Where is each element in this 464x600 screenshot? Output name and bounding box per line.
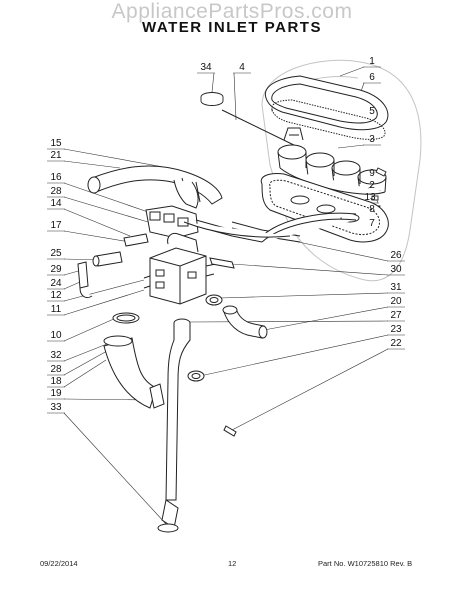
part-right-clamps — [205, 257, 235, 306]
callout-20: 20 — [390, 296, 402, 307]
leader-line-3 — [337, 144, 365, 149]
callout-2: 2 — [369, 180, 375, 191]
leader-line-16 — [63, 182, 149, 213]
leader-line-31 — [219, 292, 389, 299]
leader-line-21 — [63, 160, 121, 169]
part-rod — [221, 109, 301, 149]
leader-line-4 — [233, 72, 237, 121]
part-lower-elbow — [103, 335, 165, 409]
part-cap — [200, 92, 224, 106]
callout-30: 30 — [390, 264, 402, 275]
callout-32: 32 — [50, 350, 62, 361]
part-valve-assembly — [145, 205, 357, 243]
callout-28b: 28 — [50, 364, 62, 375]
callout-15: 15 — [50, 138, 62, 149]
callout-21: 21 — [50, 150, 62, 161]
callout-34: 34 — [200, 62, 212, 73]
leader-line-10 — [63, 317, 117, 342]
callout-3: 3 — [369, 134, 375, 145]
leader-line-34 — [211, 72, 215, 93]
leader-line-14 — [63, 208, 131, 237]
leader-line-27 — [189, 320, 389, 323]
callout-24: 24 — [50, 278, 62, 289]
leader-line-32 — [63, 341, 113, 362]
callout-7: 7 — [369, 218, 375, 229]
callout-22: 22 — [390, 338, 402, 349]
callout-11: 11 — [51, 304, 62, 315]
leader-line-18 — [63, 359, 107, 388]
part-dispenser-tray — [260, 173, 389, 243]
callout-18: 18 — [50, 376, 62, 387]
callout-27: 27 — [390, 310, 402, 321]
callout-23: 23 — [390, 324, 402, 335]
callout-10: 10 — [50, 330, 62, 341]
callout-33: 33 — [50, 402, 62, 413]
leader-line-20 — [263, 306, 389, 331]
part-left-fittings — [77, 233, 149, 299]
leader-line-23 — [199, 334, 389, 377]
callout-12: 12 — [50, 290, 62, 301]
footer-page: 12 — [228, 559, 237, 568]
callout-14: 14 — [50, 198, 62, 209]
leader-line-28a — [63, 196, 149, 223]
part-clamp-10 — [112, 312, 140, 324]
part-elbow-hose — [222, 305, 268, 339]
callout-26: 26 — [390, 250, 402, 261]
callout-6: 6 — [369, 72, 375, 83]
callout-9: 9 — [369, 168, 375, 179]
callout-13: 13 — [364, 192, 376, 203]
callout-8: 8 — [369, 204, 375, 215]
page-title: WATER INLET PARTS — [142, 19, 322, 36]
leader-line-1 — [339, 66, 365, 77]
leader-line-24 — [63, 281, 81, 290]
leader-line-22 — [231, 348, 389, 431]
leader-line-17 — [63, 230, 131, 243]
callout-5: 5 — [369, 106, 375, 117]
watermark-text: AppliancePartsPros.com — [111, 0, 353, 23]
footer-part-no: Part No. W10725810 Rev. B — [318, 559, 413, 568]
part-upper-hose — [87, 165, 223, 209]
callout-31: 31 — [390, 282, 402, 293]
part-valve-body — [143, 233, 217, 305]
callout-29: 29 — [50, 264, 62, 275]
callout-28a: 28 — [50, 186, 62, 197]
leader-lines — [47, 66, 405, 525]
leader-line-33 — [63, 412, 167, 525]
callout-1: 1 — [369, 56, 375, 67]
leader-line-12 — [63, 279, 145, 302]
part-small-clamp — [187, 370, 237, 437]
leader-line-11 — [63, 289, 145, 316]
callout-16: 16 — [50, 172, 62, 183]
callout-19: 19 — [50, 388, 62, 399]
callout-17: 17 — [50, 220, 62, 231]
callout-25: 25 — [50, 248, 62, 259]
footer-date: 09/22/2014 — [40, 559, 78, 568]
leader-line-30 — [231, 263, 389, 276]
part-dispenser-cover — [264, 75, 389, 140]
callout-4: 4 — [239, 62, 245, 73]
part-long-pipe — [157, 318, 191, 533]
